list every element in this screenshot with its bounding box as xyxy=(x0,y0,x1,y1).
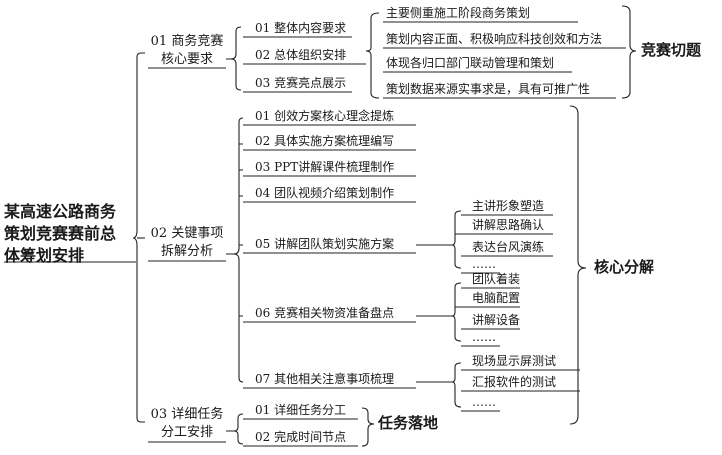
s1-point: 主要侧重施工阶段商务策划 xyxy=(386,6,531,20)
s3-item: 02 完成时间节点 xyxy=(255,430,347,444)
section-3-line-2: 分工安排 xyxy=(160,425,213,440)
s06-children-lines xyxy=(455,287,520,347)
s06-child: 电脑配置 xyxy=(472,291,521,305)
s2-item: 05 讲解团队策划实施方案 xyxy=(255,237,395,251)
s2-item-underlines xyxy=(243,124,416,389)
s07-child: 汇报软件的测试 xyxy=(472,375,557,389)
s1-item: 03 竞赛亮点展示 xyxy=(255,76,347,90)
s1-point-underlines xyxy=(383,21,626,99)
s1-point: 体现各归口部门联动管理和策划 xyxy=(386,56,555,70)
s07-child: …… xyxy=(472,395,496,409)
s06-child: …… xyxy=(472,330,496,344)
section-3-line-1: 03 详细任务 xyxy=(150,407,224,422)
s1-item: 01 整体内容要求 xyxy=(255,21,347,35)
tag1-brace xyxy=(621,5,637,99)
s06-child: 讲解设备 xyxy=(472,313,521,327)
s3-item-underlines xyxy=(243,418,358,447)
s06-child: 团队着装 xyxy=(472,272,521,286)
s1-point: 策划数据来源实事求是，具有可推广性 xyxy=(386,82,591,96)
s07-child: 现场显示屏测试 xyxy=(472,354,557,368)
section-1-line-1: 01 商务竞赛 xyxy=(150,34,224,49)
s2-item-connectors xyxy=(239,143,243,317)
tag-core-breakdown: 核心分解 xyxy=(594,258,655,276)
s06-brace xyxy=(416,282,462,342)
s2-item: 07 其他相关注意事项梳理 xyxy=(255,372,395,386)
s1-points-brace xyxy=(352,12,380,99)
s1-point: 策划内容正面、积极响应科技创效和方法 xyxy=(386,32,603,46)
s05-child: 讲解思路确认 xyxy=(472,218,545,232)
tag-task-implementation: 任务落地 xyxy=(378,414,439,432)
s2-item: 01 创效方案核心理念提炼 xyxy=(255,109,395,123)
section-2: 02 关键事项 拆解分析 xyxy=(146,225,228,261)
s07-children-lines xyxy=(461,369,580,412)
root-brace xyxy=(132,52,145,423)
tag-competition-relevance: 竞赛切题 xyxy=(641,41,702,59)
section-1-line-2: 核心要求 xyxy=(160,52,213,67)
section-3: 03 详细任务 分工安排 xyxy=(146,406,228,442)
section-underlines xyxy=(148,67,226,443)
s1-brace xyxy=(226,26,242,91)
s05-child: …… xyxy=(472,257,496,271)
s2-brace xyxy=(226,117,244,383)
s2-item: 03 PPT讲解课件梳理制作 xyxy=(255,160,395,174)
s05-child: 主讲形象塑造 xyxy=(472,199,545,213)
s3-brace xyxy=(226,413,244,445)
s05-child: 表达台风演练 xyxy=(472,240,545,254)
root-title: 某高速公路商务 策划竞赛赛前总 体筹划安排 xyxy=(4,201,128,267)
s1-item: 02 总体组织安排 xyxy=(255,48,347,62)
section-2-line-2: 拆解分析 xyxy=(160,244,213,259)
s05-brace xyxy=(416,210,462,269)
tag2-brace xyxy=(569,105,587,425)
s2-item: 06 竞赛相关物资准备盘点 xyxy=(255,306,395,320)
tag3-brace xyxy=(361,407,375,447)
root-title-line-1: 某高速公路商务 xyxy=(4,202,117,221)
s05-children-lines xyxy=(455,214,553,274)
root-title-line-2: 策划竞赛赛前总 xyxy=(4,224,117,243)
s2-item: 02 具体实施方案梳理编写 xyxy=(255,134,395,148)
section-2-line-1: 02 关键事项 xyxy=(150,226,224,241)
s1-item-underlines xyxy=(243,36,352,93)
s2-item: 04 团队视频介绍策划制作 xyxy=(255,186,395,200)
s07-brace xyxy=(416,362,462,408)
section-1: 01 商务竞赛 核心要求 xyxy=(146,33,228,69)
root-title-line-3: 体筹划安排 xyxy=(4,246,85,265)
s3-item: 01 详细任务分工 xyxy=(255,403,347,417)
